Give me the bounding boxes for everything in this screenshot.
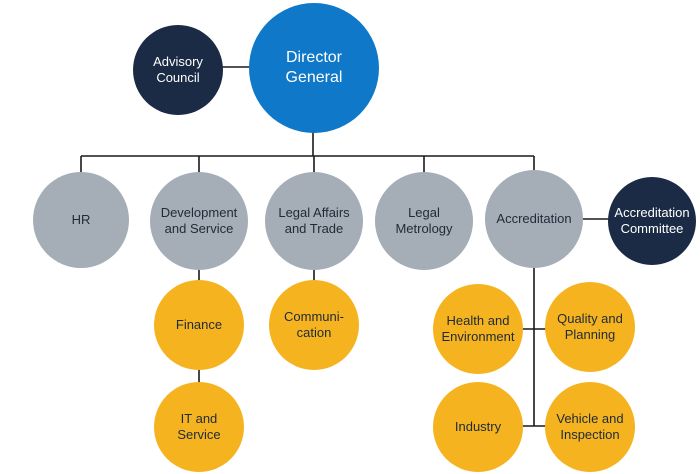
advisory-council-label: Advisory Council: [153, 53, 203, 85]
legal-affairs-and-trade-label: Legal Affairs and Trade: [278, 204, 350, 236]
finance-node: Finance: [154, 280, 244, 370]
hr-label: HR: [71, 211, 91, 227]
industry-label: Industry: [454, 418, 502, 434]
development-and-service-node: Development and Service: [150, 172, 248, 270]
industry-node: Industry: [433, 382, 523, 472]
accreditation-node: Accreditation: [485, 170, 583, 268]
finance-label: Finance: [175, 316, 223, 332]
quality-and-planning-node: Quality and Planning: [545, 282, 635, 372]
vehicle-and-inspection-label: Vehicle and Inspection: [556, 410, 624, 442]
health-and-environment-node: Health and Environment: [433, 284, 523, 374]
it-and-service-label: IT and Service: [177, 410, 221, 442]
health-and-environment-label: Health and Environment: [441, 312, 515, 344]
accreditation-committee-node: Accreditation Committee: [608, 177, 696, 265]
development-and-service-label: Development and Service: [160, 204, 238, 236]
director-general-label: Director General: [285, 49, 343, 86]
vehicle-and-inspection-node: Vehicle and Inspection: [545, 382, 635, 472]
communication-label: Communi- cation: [284, 308, 344, 340]
hr-node: HR: [33, 172, 129, 268]
accreditation-label: Accreditation: [496, 210, 572, 226]
communication-node: Communi- cation: [269, 280, 359, 370]
legal-metrology-label: Legal Metrology: [395, 204, 453, 236]
quality-and-planning-label: Quality and Planning: [557, 310, 623, 342]
accreditation-committee-label: Accreditation Committee: [614, 204, 690, 236]
legal-affairs-and-trade-node: Legal Affairs and Trade: [265, 172, 363, 270]
director-general-node: Director General: [249, 3, 379, 133]
legal-metrology-node: Legal Metrology: [375, 172, 473, 270]
it-and-service-node: IT and Service: [154, 382, 244, 472]
advisory-council-node: Advisory Council: [133, 25, 223, 115]
